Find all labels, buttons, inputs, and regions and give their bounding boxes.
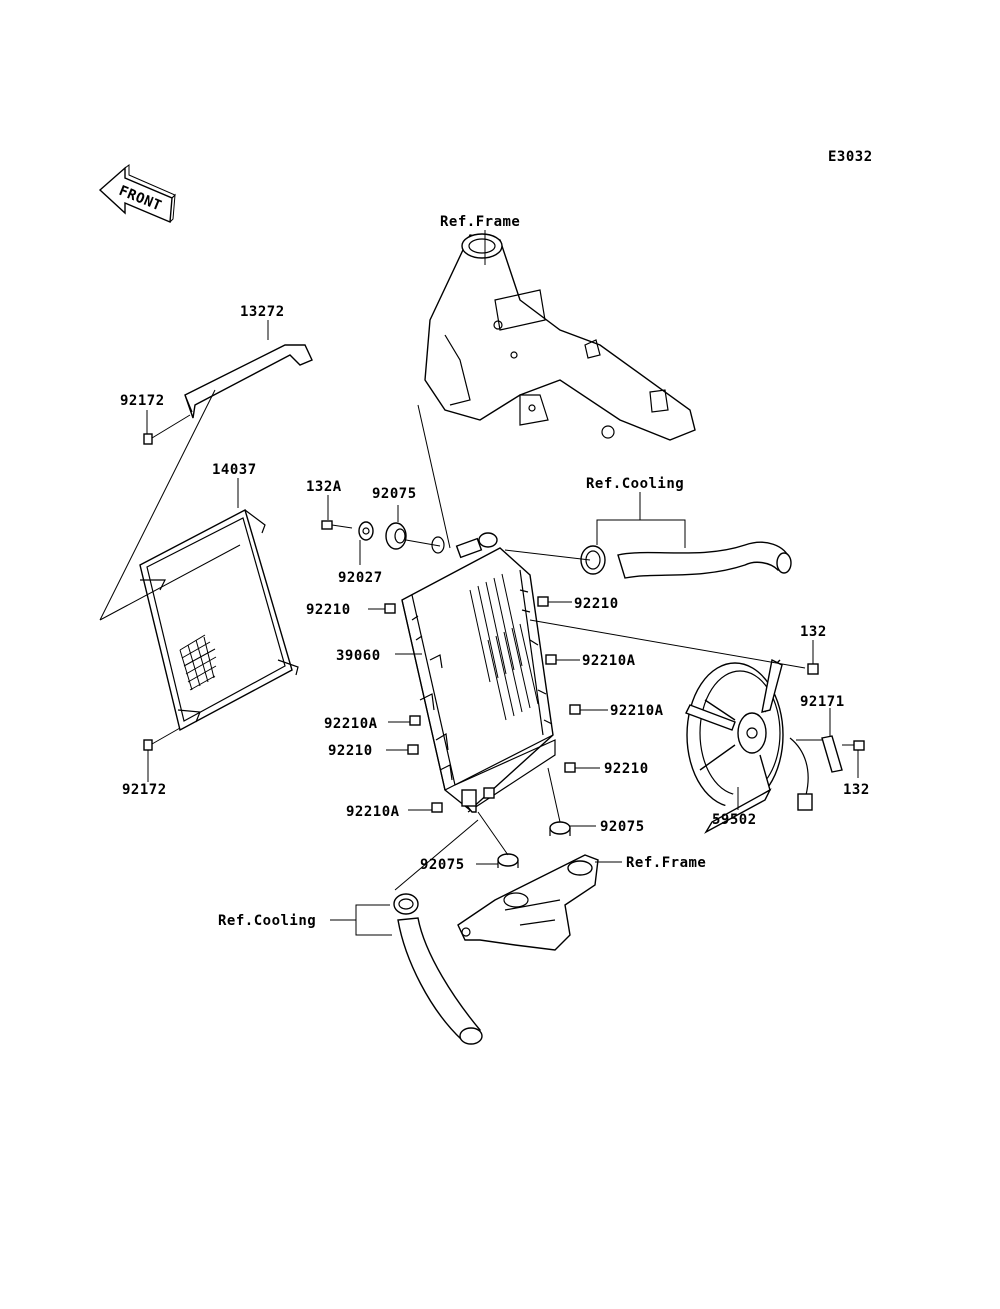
- bracket-ref-cooling-top: [596, 519, 686, 548]
- clip-92210A-r2: [569, 704, 581, 715]
- label-92171: 92171: [800, 694, 845, 710]
- label-92172-top: 92172: [120, 393, 165, 409]
- label-13272: 13272: [240, 304, 285, 320]
- bolt-92172-top: [143, 414, 191, 445]
- screen-callout-lines: [99, 389, 241, 621]
- label-92075-low: 92075: [420, 857, 465, 873]
- lower-cooling-hose: [393, 893, 483, 1045]
- diagram-id: E3032: [828, 149, 873, 165]
- label-132-top: 132: [800, 624, 827, 640]
- label-92172-bottom: 92172: [122, 782, 167, 798]
- label-92027: 92027: [338, 570, 383, 586]
- clip-92210A-r1: [545, 654, 557, 665]
- label-ref-frame-top: Ref.Frame: [440, 214, 520, 230]
- clip-92210-l1: [384, 603, 396, 614]
- grommet-92075-low: [497, 853, 519, 868]
- label-92210-r1: 92210: [574, 596, 619, 612]
- bracket-ref-cooling-bottom: [355, 904, 392, 936]
- spacer-92171: [796, 735, 843, 773]
- front-arrow-icon: FRONT: [98, 164, 176, 224]
- radiator-39060: [401, 532, 556, 813]
- clip-92210-l2: [407, 744, 419, 755]
- label-14037: 14037: [212, 462, 257, 478]
- leader-frame-radiator: [417, 404, 451, 549]
- grommet-92075-mid: [549, 821, 571, 836]
- label-92210A-r1: 92210A: [582, 653, 636, 669]
- label-92210A-r2: 92210A: [610, 703, 664, 719]
- clip-92210A-l1: [409, 715, 421, 726]
- clip-92210-r1: [537, 596, 549, 607]
- label-92075-mid: 92075: [600, 819, 645, 835]
- label-ref-cooling-top: Ref.Cooling: [586, 476, 684, 492]
- label-132A: 132A: [306, 479, 342, 495]
- upper-cooling-hose: [580, 541, 792, 579]
- label-132-bottom: 132: [843, 782, 870, 798]
- label-39060: 39060: [336, 648, 381, 664]
- clip-92210-r2: [564, 762, 576, 773]
- label-ref-frame-bottom: Ref.Frame: [626, 855, 706, 871]
- radiator-screen-14037: [139, 508, 299, 732]
- grommet-92075-top: [385, 522, 445, 554]
- bolt-132-top: [807, 663, 819, 675]
- frame-lower-bracket: [457, 854, 599, 951]
- leader-radiator-fan: [529, 619, 806, 669]
- label-92210A-l1: 92210A: [324, 716, 378, 732]
- frame-upper-part: [424, 233, 696, 441]
- guard-bracket-13272: [184, 344, 313, 419]
- label-92210-r2: 92210: [604, 761, 649, 777]
- bolt-92172-bottom: [143, 727, 181, 751]
- fan-assembly-59502: [685, 658, 813, 834]
- label-92210-l1: 92210: [306, 602, 351, 618]
- bolt-132-bottom: [842, 740, 865, 751]
- label-ref-cooling-bottom: Ref.Cooling: [218, 913, 316, 929]
- label-92210A-l2: 92210A: [346, 804, 400, 820]
- label-92210-l2: 92210: [328, 743, 373, 759]
- label-92075-top: 92075: [372, 486, 417, 502]
- clip-92210A-l2: [431, 802, 443, 813]
- bolt-132A: [321, 520, 353, 530]
- washer-92027: [358, 521, 374, 541]
- label-59502: 59502: [712, 812, 757, 828]
